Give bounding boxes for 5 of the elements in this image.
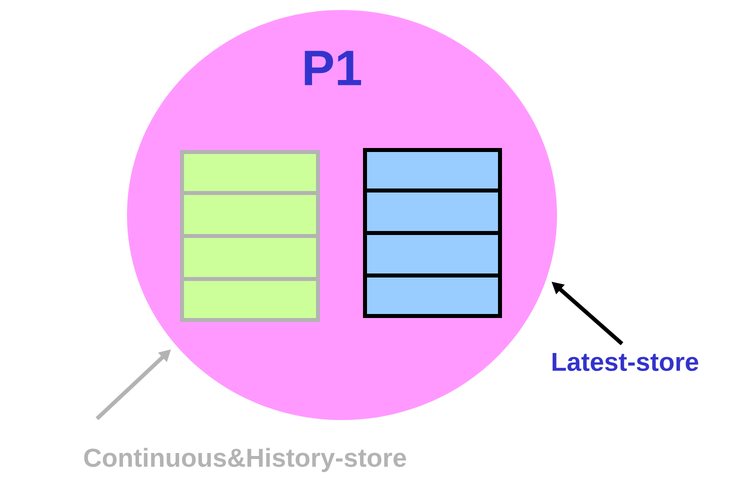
stacked-table (363, 148, 502, 318)
stacked-table (180, 150, 320, 322)
circle-title: P1 (304, 50, 362, 86)
callout-label: Latest-store (552, 352, 698, 372)
callout-label: Continuous&History-store (84, 448, 406, 472)
